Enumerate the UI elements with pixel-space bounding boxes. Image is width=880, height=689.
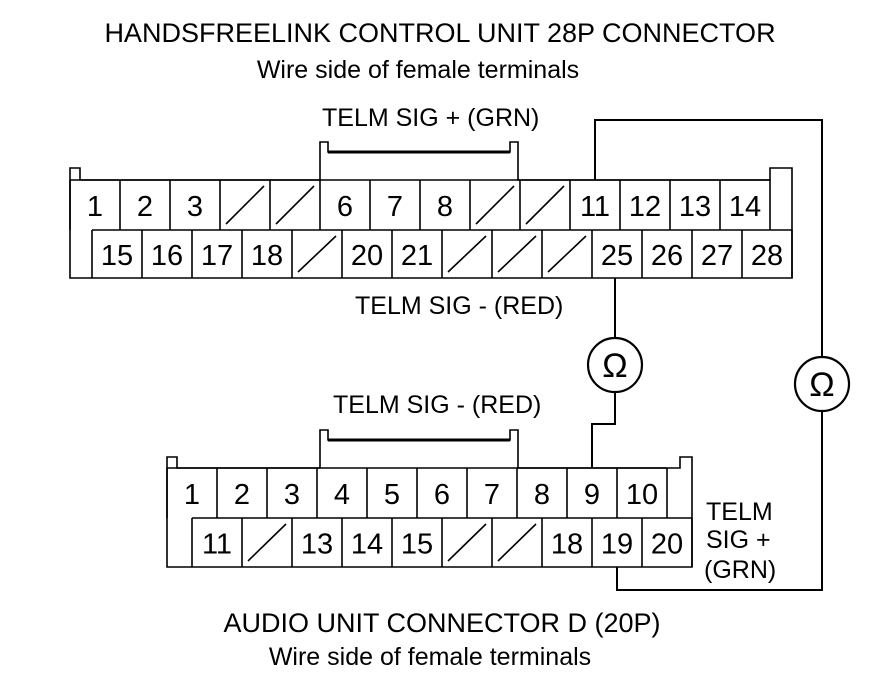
bottom-connector-title: AUDIO UNIT CONNECTOR D (20P) <box>223 608 660 638</box>
bottom-pin-19: 19 <box>601 529 633 561</box>
bottom-pin-6: 6 <box>434 479 450 511</box>
bottom-pin-5: 5 <box>384 479 400 511</box>
wire-top-11-to-right-meter <box>594 119 823 358</box>
wires <box>591 119 823 591</box>
label-top-telm-sig-plus: TELM SIG + (GRN) <box>322 104 539 132</box>
top-pin-1: 1 <box>87 191 103 223</box>
bottom-pin-4: 4 <box>334 479 350 511</box>
empty-cavity-slash <box>247 523 287 562</box>
label-bottom-telm-line1: TELM <box>706 498 773 526</box>
bottom-connector-pins: 1 2 3 4 5 6 7 8 9 10 11 13 14 15 18 19 20 <box>184 479 683 561</box>
bottom-pin-13: 13 <box>301 529 333 561</box>
bottom-pin-18: 18 <box>551 529 583 561</box>
bottom-pin-15: 15 <box>401 529 433 561</box>
top-pin-27: 27 <box>701 240 733 272</box>
empty-cavity-slash <box>447 235 487 273</box>
bottom-pin-10: 10 <box>626 479 658 511</box>
ohm-icon: Ω <box>809 366 834 404</box>
bottom-pin-14: 14 <box>351 529 383 561</box>
bottom-pin-2: 2 <box>234 479 250 511</box>
top-pin-2: 2 <box>137 191 153 223</box>
top-pin-3: 3 <box>187 191 203 223</box>
empty-cavity-slash <box>475 185 515 225</box>
empty-cavity-slash <box>525 185 565 225</box>
label-bottom-telm-line2: SIG + <box>706 526 771 554</box>
top-pin-18: 18 <box>251 240 283 272</box>
top-pin-17: 17 <box>201 240 233 272</box>
wire-right-meter-to-bottom-19 <box>616 410 823 591</box>
bottom-pin-9: 9 <box>584 479 600 511</box>
top-pin-20: 20 <box>351 240 383 272</box>
bottom-connector-grid <box>166 467 693 567</box>
top-connector-grid <box>69 179 793 278</box>
bottom-pin-1: 1 <box>184 479 200 511</box>
empty-cavity-slash <box>497 235 537 273</box>
label-bottom-telm-sig-minus: TELM SIG - (RED) <box>333 391 541 419</box>
top-pin-26: 26 <box>651 240 683 272</box>
top-pin-14: 14 <box>729 191 761 223</box>
bottom-connector <box>166 429 693 568</box>
ohmmeter-left: Ω <box>586 336 644 394</box>
top-pin-7: 7 <box>387 191 403 223</box>
bottom-pin-11: 11 <box>202 529 232 561</box>
bottom-pin-8: 8 <box>534 479 550 511</box>
top-pin-25: 25 <box>601 240 633 272</box>
top-connector-subtitle: Wire side of female terminals <box>257 56 579 84</box>
label-top-telm-sig-minus: TELM SIG - (RED) <box>355 292 563 320</box>
top-connector-title: HANDSFREELINK CONTROL UNIT 28P CONNECTOR <box>104 18 775 48</box>
top-pin-21: 21 <box>401 240 433 272</box>
empty-cavity-slash <box>497 523 537 562</box>
wire-left-meter-to-bottom-9 <box>591 392 616 468</box>
bottom-pin-3: 3 <box>284 479 300 511</box>
top-pin-16: 16 <box>151 240 183 272</box>
bottom-pin-20: 20 <box>651 529 683 561</box>
top-pin-28: 28 <box>751 240 783 272</box>
top-pin-8: 8 <box>437 191 453 223</box>
bottom-connector-subtitle: Wire side of female terminals <box>269 643 591 671</box>
ohmmeter-right: Ω <box>793 355 851 413</box>
empty-cavity-slash <box>275 185 315 225</box>
top-pin-15: 15 <box>101 240 133 272</box>
top-pin-11: 11 <box>580 191 610 223</box>
top-pin-12: 12 <box>629 191 661 223</box>
empty-cavity-slash <box>225 185 265 225</box>
empty-cavity-slash <box>447 523 487 562</box>
top-pin-13: 13 <box>679 191 711 223</box>
label-bottom-telm-line3: (GRN) <box>704 556 776 584</box>
bottom-pin-7: 7 <box>484 479 500 511</box>
ohm-icon: Ω <box>602 347 627 385</box>
empty-cavity-slash <box>297 235 337 273</box>
empty-cavity-slash <box>547 235 587 273</box>
top-pin-6: 6 <box>337 191 353 223</box>
top-connector <box>69 141 793 279</box>
